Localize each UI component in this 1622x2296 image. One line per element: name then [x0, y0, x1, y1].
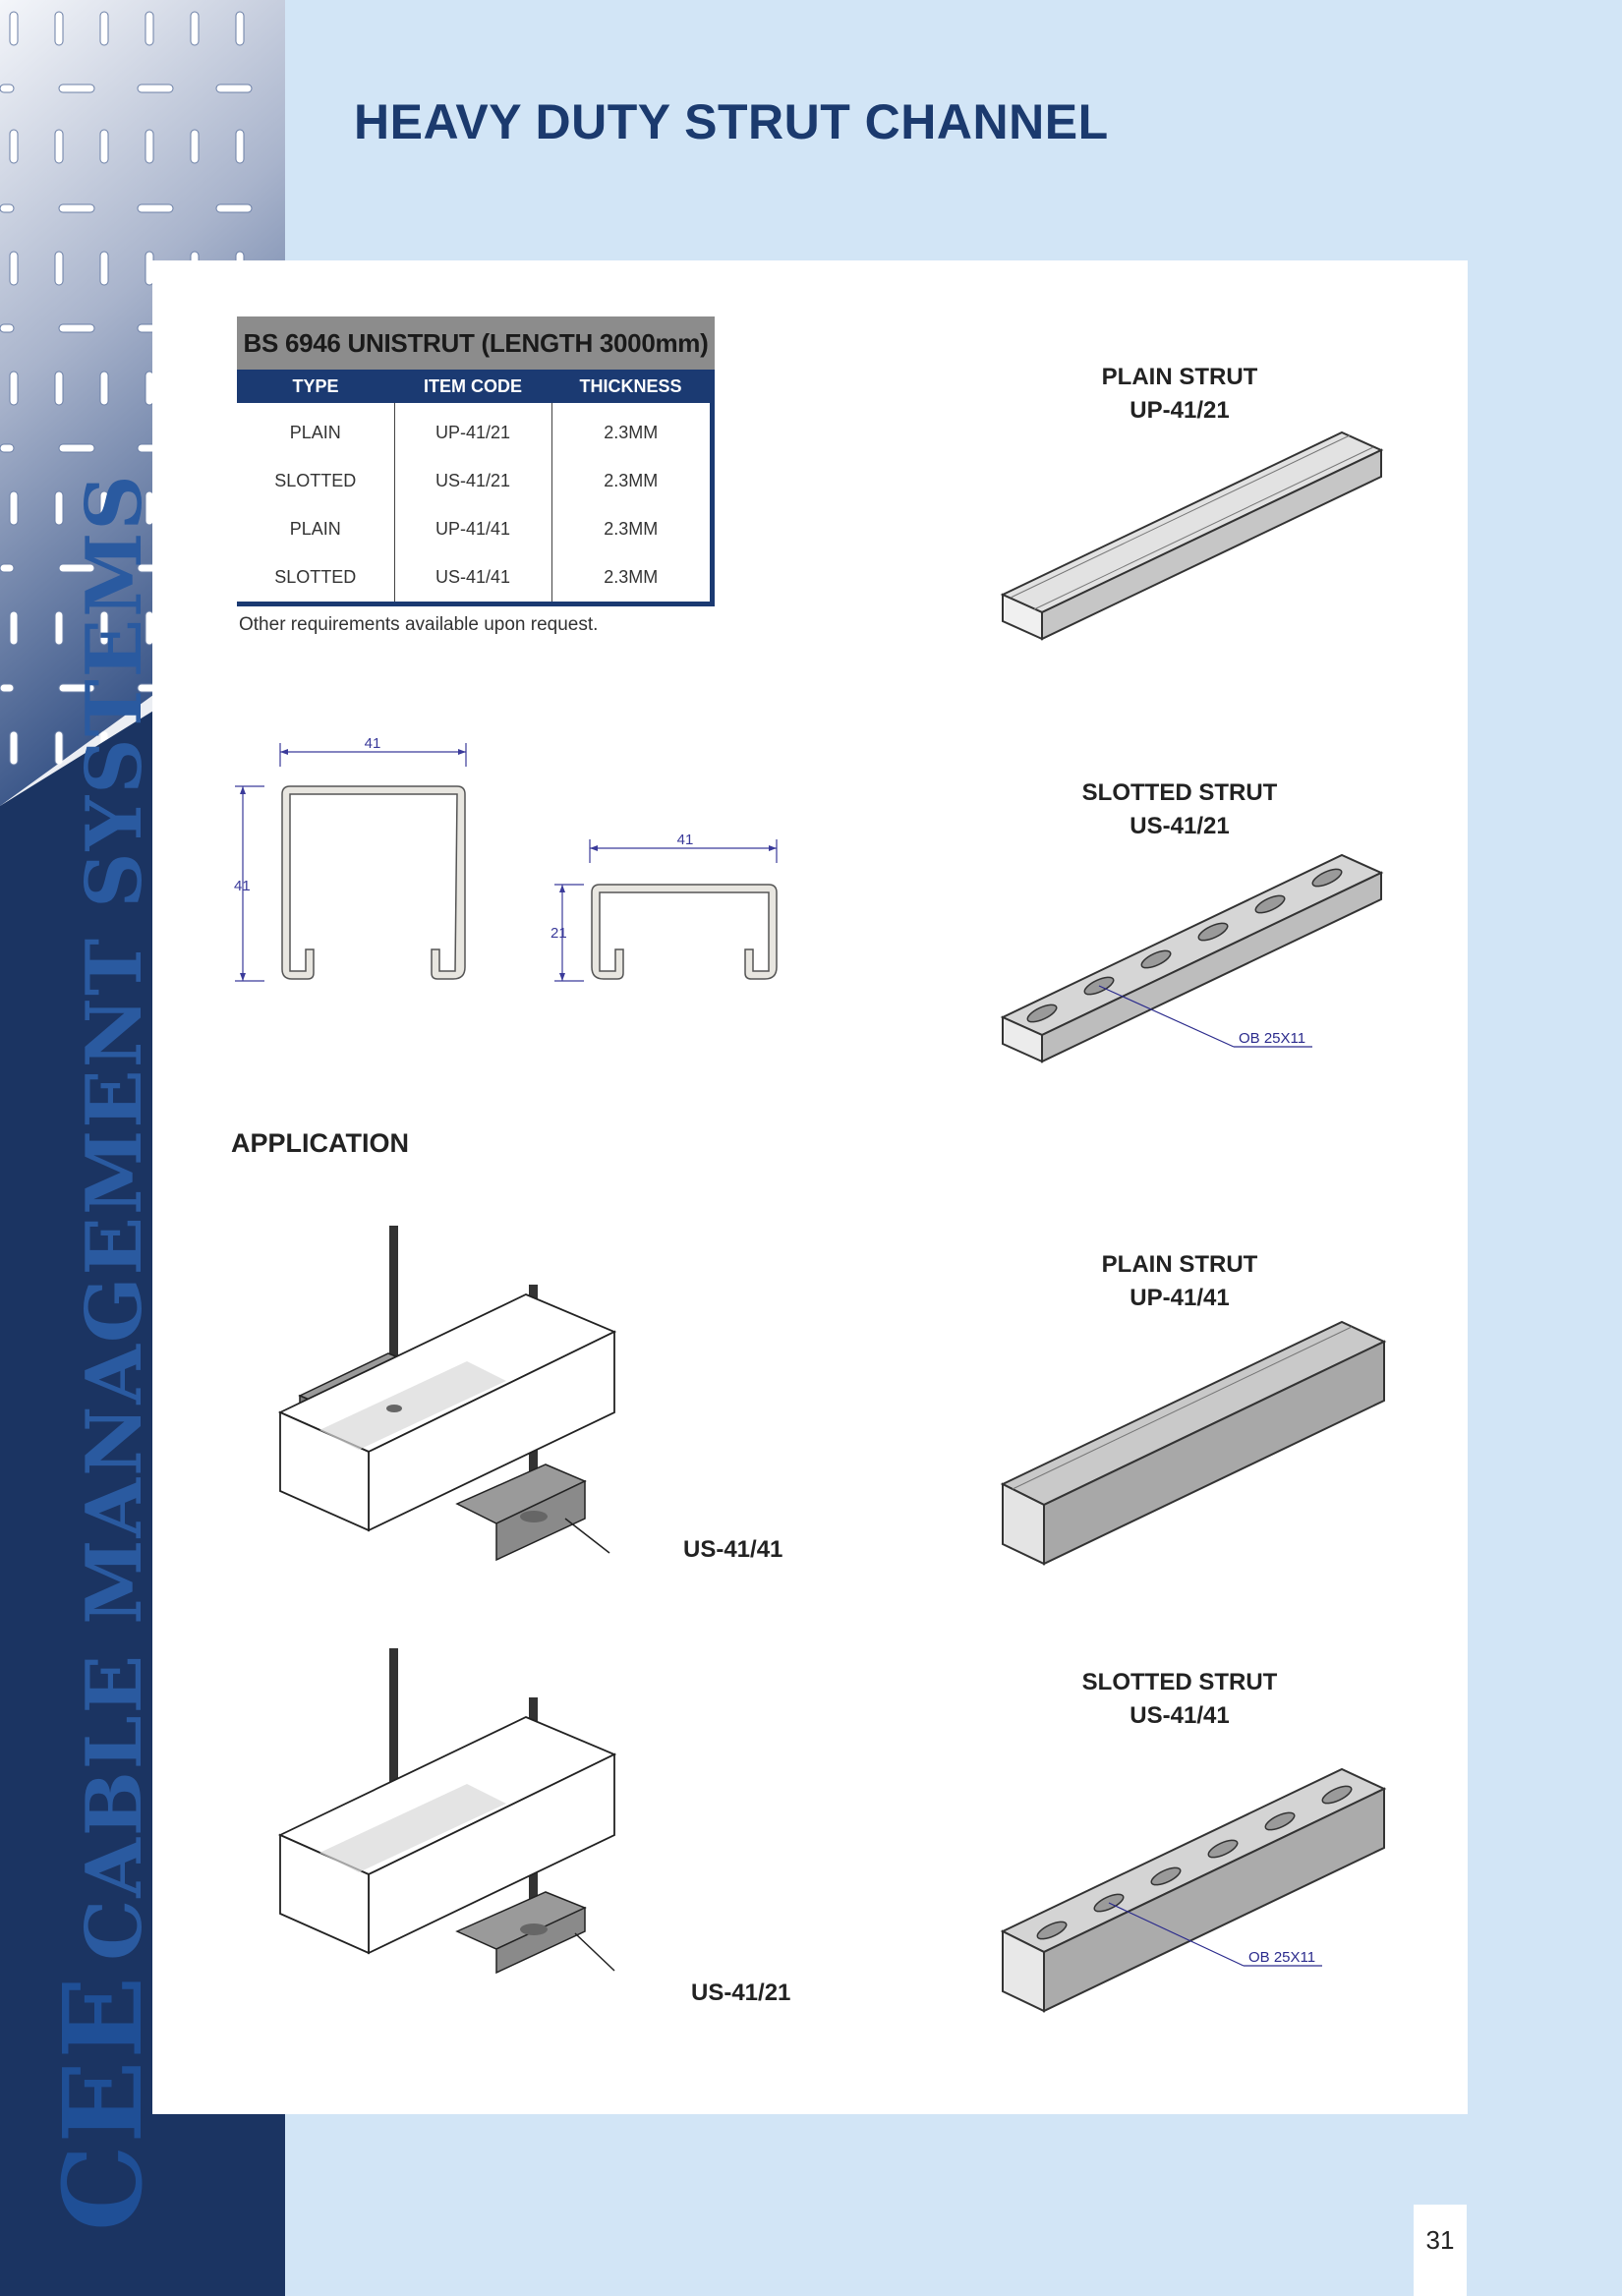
- table-cell: US-41/21: [393, 457, 551, 505]
- table-cell: 2.3MM: [550, 553, 713, 604]
- page-number: 31: [1414, 2205, 1467, 2296]
- slot-dimension-label: OB 25X11: [1239, 1030, 1305, 1047]
- application-label-us-41-21: US-41/21: [691, 1980, 791, 2006]
- table-row: PLAIN UP-41/41 2.3MM: [237, 505, 713, 553]
- product-code: US-41/21: [1130, 813, 1230, 839]
- profile-41x41-drawing: 41 41: [234, 737, 467, 982]
- table-cell: UP-41/41: [393, 505, 551, 553]
- content-panel: BS 6946 UNISTRUT (LENGTH 3000mm) TYPE IT…: [152, 260, 1468, 2114]
- spec-note: Other requirements available upon reques…: [239, 614, 599, 635]
- sidebar-brand: CEE CABLE MANAGEMENT SYSTEMS: [39, 473, 166, 2231]
- profile-41x21-drawing: 41 21: [550, 833, 778, 982]
- column-header: TYPE: [237, 370, 394, 403]
- table-cell: SLOTTED: [274, 471, 357, 490]
- brand-logo: CEE: [39, 1974, 166, 2231]
- column-header: ITEM CODE: [394, 370, 551, 403]
- product-code: UP-41/41: [1130, 1285, 1230, 1311]
- dimension-width: 41: [677, 833, 694, 848]
- table-cell: 2.3MM: [550, 505, 713, 553]
- spec-table-grid: TYPE ITEM CODE THICKNESS PLAIN UP-41/21 …: [237, 370, 715, 606]
- dimension-height: 21: [550, 925, 567, 942]
- brand-text: CABLE MANAGEMENT SYSTEMS: [70, 473, 159, 1961]
- table-cell: PLAIN: [289, 423, 341, 442]
- product-name: SLOTTED STRUT: [1081, 1669, 1278, 1695]
- product-label-us-41-21: SLOTTED STRUT US-41/21: [983, 776, 1376, 843]
- table-row: PLAIN UP-41/21 2.3MM: [237, 403, 713, 457]
- spec-table-title: BS 6946 UNISTRUT (LENGTH 3000mm): [237, 316, 715, 370]
- slotted-strut-41-21-drawing: OB 25X11: [1000, 853, 1384, 1063]
- product-label-us-41-41: SLOTTED STRUT US-41/41: [983, 1666, 1376, 1733]
- dimension-width: 41: [365, 737, 381, 752]
- product-label-up-41-21: PLAIN STRUT UP-41/21: [983, 361, 1376, 428]
- page-title: HEAVY DUTY STRUT CHANNEL: [354, 94, 1109, 149]
- table-row: SLOTTED US-41/21 2.3MM: [237, 457, 713, 505]
- product-name: PLAIN STRUT: [1101, 364, 1258, 390]
- product-name: PLAIN STRUT: [1101, 1251, 1258, 1278]
- product-code: UP-41/21: [1130, 397, 1230, 424]
- table-cell: SLOTTED: [274, 567, 357, 587]
- product-code: US-41/41: [1130, 1702, 1230, 1729]
- table-cell: PLAIN: [289, 519, 341, 539]
- application-us-41-41-drawing: [277, 1226, 617, 1562]
- spec-table: BS 6946 UNISTRUT (LENGTH 3000mm) TYPE IT…: [237, 316, 715, 606]
- table-cell: 2.3MM: [550, 403, 713, 457]
- table-cell: US-41/41: [393, 553, 551, 604]
- slotted-strut-41-41-drawing: OB 25X11: [1000, 1767, 1387, 2013]
- product-name: SLOTTED STRUT: [1081, 779, 1278, 806]
- product-label-up-41-41: PLAIN STRUT UP-41/41: [983, 1248, 1376, 1315]
- slot-dimension-label: OB 25X11: [1248, 1949, 1315, 1966]
- application-label-us-41-41: US-41/41: [683, 1536, 783, 1563]
- table-header-row: TYPE ITEM CODE THICKNESS: [237, 370, 713, 403]
- application-title: APPLICATION: [231, 1128, 409, 1158]
- table-row: SLOTTED US-41/41 2.3MM: [237, 553, 713, 604]
- table-cell: 2.3MM: [550, 457, 713, 505]
- column-header: THICKNESS: [551, 370, 713, 403]
- table-cell: UP-41/21: [393, 403, 551, 457]
- dimension-height: 41: [234, 878, 251, 894]
- plain-strut-41-21-drawing: [1000, 430, 1384, 641]
- plain-strut-41-41-drawing: [1000, 1320, 1387, 1566]
- application-us-41-21-drawing: [277, 1648, 617, 1975]
